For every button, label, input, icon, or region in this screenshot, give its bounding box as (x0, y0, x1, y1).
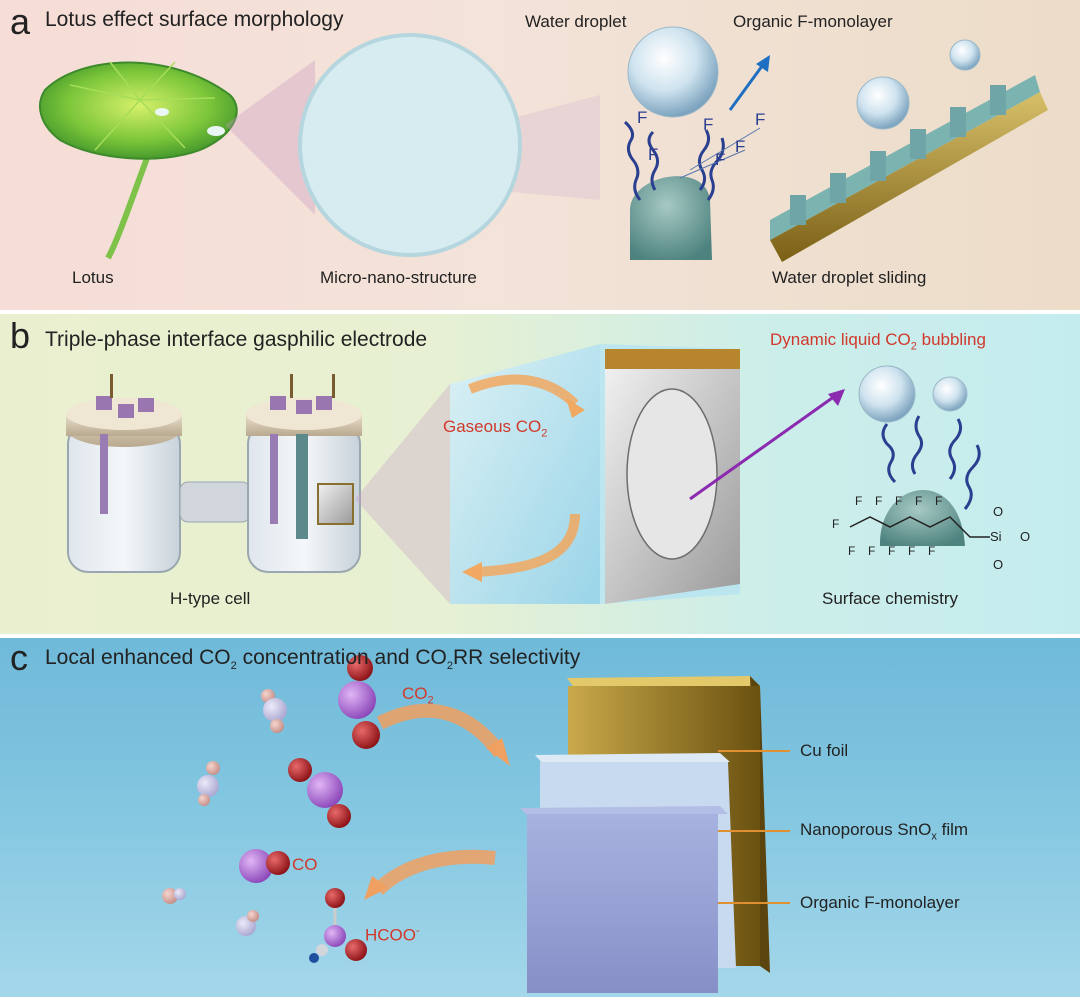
label-water-droplet: Water droplet (525, 12, 627, 31)
fluoro-chains (623, 120, 725, 201)
h2o-molecule (236, 910, 259, 936)
label-cu-foil: Cu foil (800, 741, 849, 760)
co2-flow-arrow (376, 703, 506, 758)
leaf-droplet (155, 108, 169, 116)
label-dynamic-bubbling: Dynamic liquid CO2 bubbling (770, 330, 986, 353)
chem-f: F (855, 494, 863, 508)
label-organic-f-monolayer-c: Organic F-monolayer (800, 893, 960, 912)
fluorine-label: F (715, 150, 726, 169)
fluorine-label: F (648, 145, 659, 164)
panel-letter-c: c (10, 638, 28, 678)
panel-letter-b: b (10, 315, 31, 356)
lotus-leaf (39, 61, 238, 160)
gas-flow-arrow (474, 513, 580, 577)
monolayer-cap (630, 176, 712, 260)
chem-f: F (928, 544, 936, 558)
electrode-cube (450, 344, 740, 604)
zoom-arrow (689, 394, 836, 501)
tilted-substrate (770, 92, 1048, 262)
panel-b-title: Triple-phase interface gasphilic electro… (45, 328, 428, 351)
label-co2: CO2 (402, 684, 434, 707)
bubble-small (932, 376, 968, 412)
h-cell-left-chamber (66, 374, 182, 573)
f-monolayer-layer (520, 806, 728, 993)
label-organic-f-monolayer: Organic F-monolayer (733, 12, 893, 31)
sliding-droplet (856, 76, 910, 130)
hcoo-molecule (309, 888, 367, 963)
co-molecule (239, 849, 290, 883)
chem-f: F (832, 517, 840, 531)
magnified-circle (298, 33, 522, 257)
panel-b: b Triple-phase interface gasphilic elect… (0, 314, 1080, 634)
fluorine-label: F (637, 108, 648, 127)
label-water-droplet-sliding: Water droplet sliding (772, 268, 927, 287)
fluorine-label: F (735, 137, 746, 156)
surface-pillars (790, 85, 1006, 225)
gas-flow-arrow (468, 374, 579, 408)
fluoro-chains-b (881, 415, 981, 510)
panel-b-illustration (66, 344, 990, 604)
fluoro-backbone (849, 516, 990, 538)
leaf-droplet (207, 126, 225, 136)
label-micro-nano: Micro-nano-structure (320, 268, 477, 287)
chem-f: F (935, 494, 943, 508)
chem-f: F (908, 544, 916, 558)
panel-a-illustration (39, 26, 1048, 310)
panel-letter-a: a (10, 1, 31, 42)
co2-molecule-large (338, 655, 380, 749)
chem-o: O (1020, 529, 1031, 544)
chem-f: F (848, 544, 856, 558)
h-cell-right-chamber (246, 374, 362, 573)
panel-a: a Lotus effect surface morphology Lotus … (0, 0, 1080, 310)
chem-f: F (875, 494, 883, 508)
h2-molecule (162, 888, 186, 904)
sliding-droplet (949, 39, 981, 71)
label-lotus: Lotus (72, 268, 114, 287)
panel-c-illustration (162, 655, 790, 993)
chem-f: F (868, 544, 876, 558)
label-h-type-cell: H-type cell (170, 589, 251, 608)
label-snox-film: Nanoporous SnOx film (800, 820, 969, 843)
chem-f: F (895, 494, 903, 508)
bubble-large (858, 365, 916, 423)
label-gaseous-co2: Gaseous CO2 (443, 417, 548, 440)
co2-molecule (288, 758, 351, 828)
chem-f: F (888, 544, 896, 558)
chem-o: O (993, 557, 1004, 572)
chem-si: Si (990, 529, 1002, 544)
h-cell-bridge (179, 481, 251, 523)
water-droplet-large (627, 26, 719, 118)
label-hcoo: HCOO- (365, 925, 420, 945)
chem-f: F (915, 494, 923, 508)
label-surface-chemistry: Surface chemistry (822, 589, 959, 608)
chem-o: O (993, 504, 1004, 519)
label-co: CO (292, 855, 318, 874)
h2-molecule (261, 689, 287, 733)
fluorine-label: F (755, 110, 766, 129)
panel-c-title: Local enhanced CO2 concentration and CO2… (45, 646, 581, 673)
fluorine-label: F (703, 115, 714, 134)
slide-arrow (728, 61, 767, 111)
panel-c: c Local enhanced CO2 concentration and C… (0, 638, 1080, 997)
lotus-stem (105, 148, 153, 260)
chem-cap (879, 489, 965, 546)
h2-molecule (197, 761, 220, 806)
product-flow-arrow (373, 849, 496, 896)
panel-a-title: Lotus effect surface morphology (45, 8, 344, 31)
